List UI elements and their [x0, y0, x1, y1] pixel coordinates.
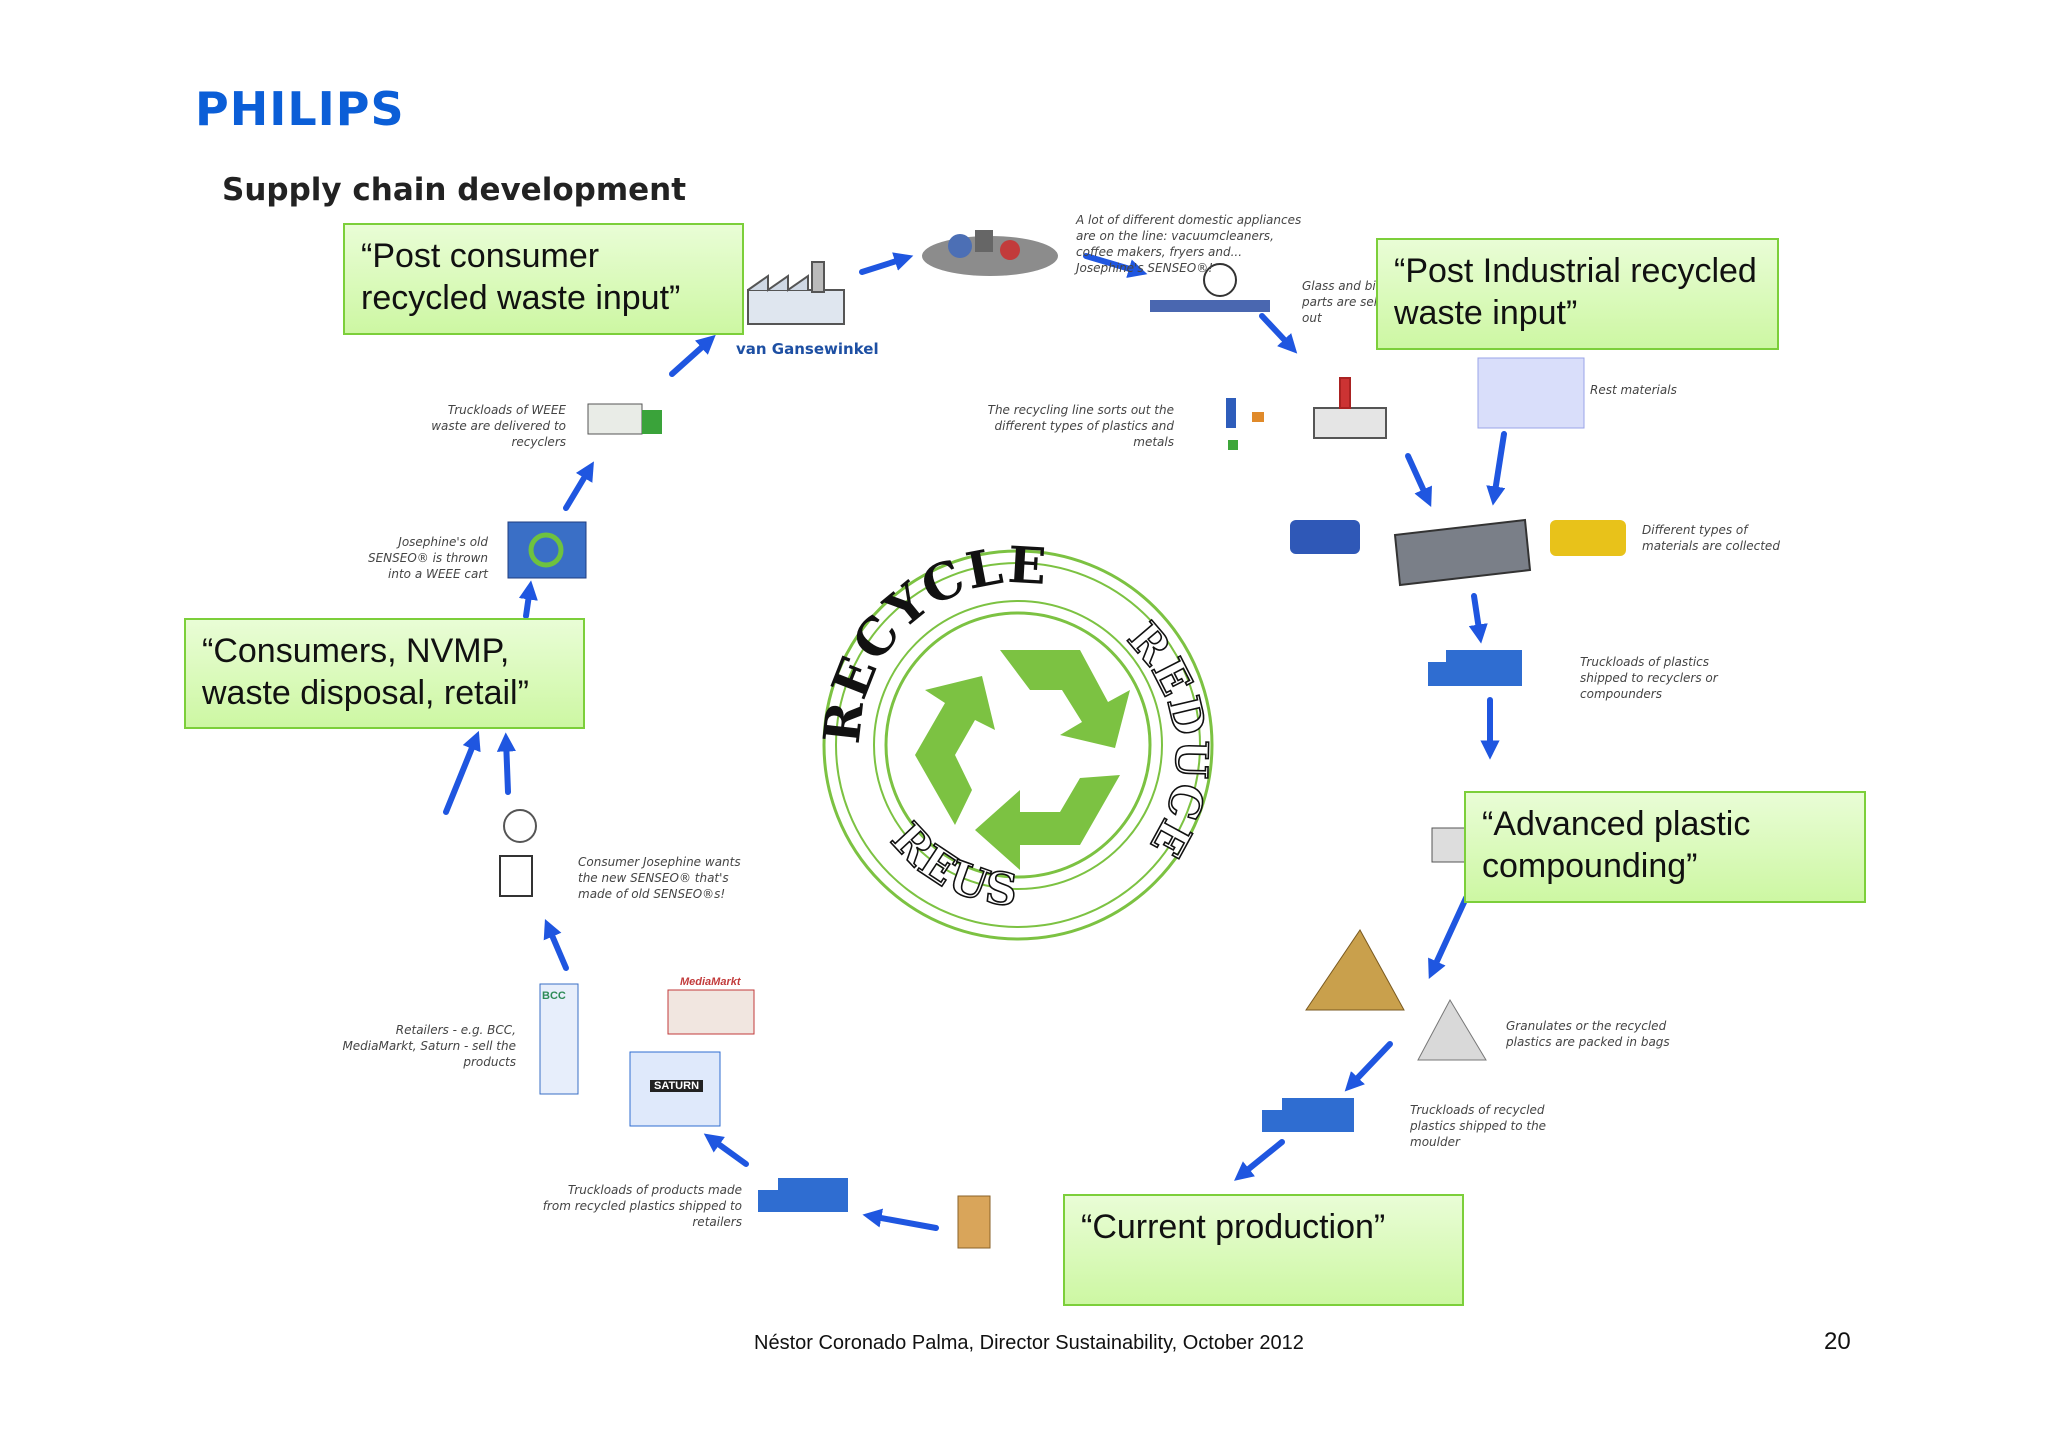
mediamarkt-logo: MediaMarkt [680, 976, 741, 988]
rest-materials-icon [1477, 357, 1585, 429]
callout-current-production: “Current production” [1063, 1194, 1464, 1306]
flow-arrow [1405, 453, 1432, 507]
note-rest: Rest materials [1590, 383, 1677, 397]
flow-arrow [443, 730, 481, 815]
note-product-trucks: Truckloads of products made from recycle… [542, 1183, 742, 1229]
truck-icon [1428, 650, 1522, 686]
flow-arrow [1428, 895, 1469, 979]
van-gansewinkel-logo: van Gansewinkel [736, 340, 879, 358]
flow-arrow [669, 334, 716, 377]
note-retailers: Retailers - e.g. BCC, MediaMarkt, Saturn… [342, 1023, 516, 1069]
flow-arrow [543, 918, 569, 971]
callout-post-industrial: “Post Industrial recycled waste input” [1376, 238, 1779, 350]
callout-consumers: “Consumers, NVMP, waste disposal, retail… [184, 618, 585, 729]
diagram-title: Supply chain development [222, 172, 687, 208]
note-consumer: Consumer Josephine wants the new SENSEO®… [578, 855, 741, 901]
flow-arrow [496, 732, 517, 795]
flow-arrow [518, 580, 538, 619]
sorting-icon [1226, 398, 1264, 450]
bag-pile-icon [1417, 998, 1487, 1061]
coffee-machine-icon [499, 855, 533, 897]
footer-credit: Néstor Coronado Palma, Director Sustaina… [754, 1332, 1304, 1354]
flow-arrow [1468, 593, 1488, 644]
store-icon [539, 983, 579, 1095]
truck-icon [587, 403, 662, 435]
flow-arrow [1083, 253, 1148, 278]
flow-arrow [703, 1133, 749, 1167]
drums-icon [1290, 520, 1626, 556]
note-weee-cart: Josephine's old SENSEO® is thrown into a… [367, 535, 488, 581]
product-box-icon [957, 1195, 991, 1249]
callout-advanced-compounding: “Advanced plastic compounding” [1464, 791, 1866, 903]
flow-arrow [859, 252, 914, 275]
factory-icon [1313, 377, 1387, 439]
flow-arrow [1234, 1139, 1285, 1181]
waste-container-icon [1393, 518, 1532, 587]
note-appliances: A lot of different domestic appliances a… [1076, 213, 1302, 275]
note-sorting: The recycling line sorts out the differe… [987, 403, 1174, 449]
factory-icon [747, 261, 845, 325]
note-materials: Different types of materials are collect… [1642, 523, 1780, 553]
recycle-arrows-icon [915, 650, 1130, 870]
truck-icon [1262, 1098, 1354, 1132]
recycle-seal [822, 549, 1214, 941]
callout-post-consumer: “Post consumer recycled waste input” [343, 223, 744, 335]
note-weee-trucks: Truckloads of WEEE waste are delivered t… [431, 403, 566, 449]
note-granulates: Granulates or the recycled plastics are … [1506, 1019, 1670, 1049]
note-plastics-trucks: Truckloads of plastics shipped to recycl… [1580, 655, 1718, 701]
conveyor-icon [1150, 263, 1270, 312]
flow-arrow [563, 461, 594, 511]
consumer-icon [503, 809, 537, 843]
appliances-icon [922, 230, 1058, 276]
philips-logo: PHILIPS [195, 82, 405, 136]
note-recycled-trucks: Truckloads of recycled plastics shipped … [1410, 1103, 1547, 1149]
bcc-logo: BCC [542, 990, 566, 1002]
weee-cart-icon [507, 521, 587, 579]
flow-arrow [862, 1208, 939, 1231]
truck-icon [758, 1178, 848, 1212]
store-icon [667, 989, 755, 1035]
bag-pile-icon [1305, 929, 1405, 1011]
saturn-logo: SATURN [650, 1080, 704, 1092]
flow-arrow [1259, 313, 1298, 354]
factory-icon [1431, 827, 1467, 863]
flow-arrow [1344, 1041, 1393, 1092]
page-number: 20 [1824, 1328, 1851, 1355]
flow-arrow [1486, 431, 1507, 506]
